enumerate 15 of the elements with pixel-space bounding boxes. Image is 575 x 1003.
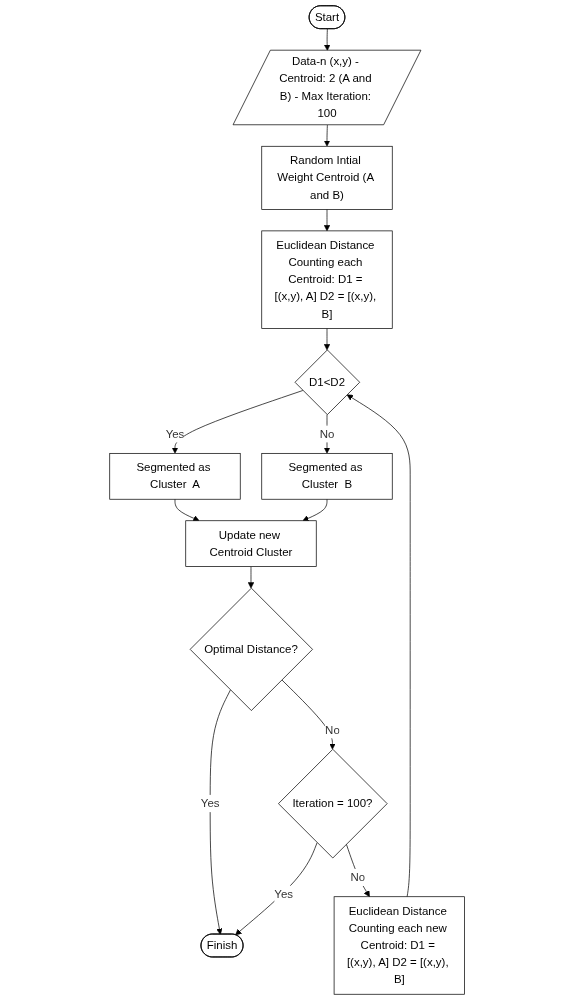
node-box: Update new Centroid Cluster <box>185 520 317 567</box>
edge-label: No <box>325 723 341 736</box>
edge-label: Yes <box>165 427 185 440</box>
node-box: Euclidean Distance Counting each Centroid: D1 = [(x,y), A] D2 = [(x,y), B] <box>261 230 393 329</box>
edge-label: Yes <box>201 797 220 810</box>
node-diamond: Iteration = 100? <box>278 748 388 859</box>
node-box: Euclidean Distance Counting each new Centroid: D1 = [(x,y), A] D2 = [(x,y), B] <box>334 896 466 995</box>
node-box: Segmented as Cluster A <box>109 453 241 500</box>
edge-label: No <box>320 427 335 440</box>
node-box: Random Intial Weight Centroid (A and B) <box>261 145 393 210</box>
node-diamond: Optimal Distance? <box>190 587 314 711</box>
edge-label: Yes <box>274 887 294 900</box>
edge-label: No <box>350 870 366 884</box>
node-box: Segmented as Cluster B <box>261 453 393 500</box>
node-diamond: D1<D2 <box>294 349 361 415</box>
